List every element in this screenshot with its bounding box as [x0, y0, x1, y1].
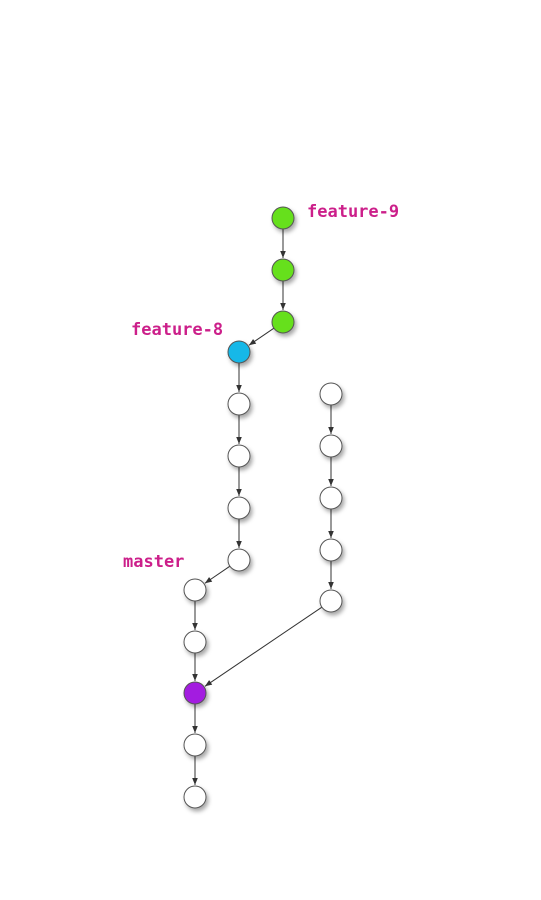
- edge-f9c-to-f8: [248, 327, 275, 346]
- commit-node-r4: [319, 538, 343, 562]
- commit-node-b2: [227, 444, 251, 468]
- nodes-layer: [183, 206, 343, 809]
- commit-node-b3: [227, 496, 251, 520]
- commit-node-r5: [319, 589, 343, 613]
- commit-node-f9b: [271, 258, 295, 282]
- branch-label-feature-8: feature-8: [131, 320, 223, 340]
- commit-node-m5: [183, 785, 207, 809]
- commit-node-f8: [227, 340, 251, 364]
- commit-node-f9a: [271, 206, 295, 230]
- edge-b4-to-m: [204, 565, 231, 584]
- commit-node-b1: [227, 392, 251, 416]
- commit-node-m2: [183, 630, 207, 654]
- commit-node-r2: [319, 434, 343, 458]
- commit-node-m4: [183, 733, 207, 757]
- commit-node-m: [183, 578, 207, 602]
- commit-node-b4: [227, 548, 251, 572]
- branch-label-feature-9: feature-9: [307, 202, 399, 222]
- edges-layer: [192, 229, 334, 785]
- commit-node-r1: [319, 382, 343, 406]
- edge-r5-to-merge: [204, 606, 323, 687]
- branch-label-master: master: [123, 552, 184, 572]
- commit-node-merge: [183, 681, 207, 705]
- commit-node-f9c: [271, 310, 295, 334]
- commit-node-r3: [319, 486, 343, 510]
